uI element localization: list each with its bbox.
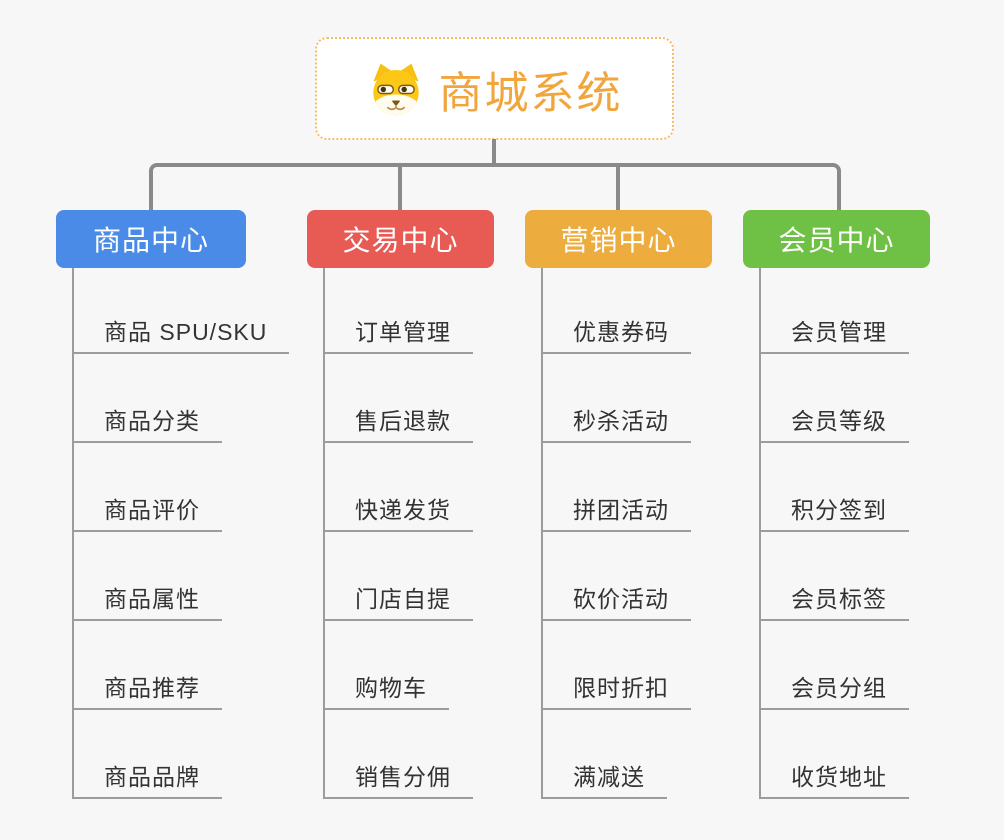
connector-bus <box>149 163 841 214</box>
leaf-node[interactable]: 拼团活动 <box>543 443 691 532</box>
root-node[interactable]: 商城系统 <box>315 37 674 140</box>
leaf-node[interactable]: 砍价活动 <box>543 532 691 621</box>
connector-stem <box>492 139 496 167</box>
leaf-node[interactable]: 售后退款 <box>325 354 473 443</box>
leaf-node[interactable]: 商品品牌 <box>74 710 222 799</box>
leaf-node[interactable]: 秒杀活动 <box>543 354 691 443</box>
leaf-node[interactable]: 满减送 <box>543 710 667 799</box>
branch-node[interactable]: 营销中心 <box>525 210 712 268</box>
leaf-node[interactable]: 积分签到 <box>761 443 909 532</box>
branch-children: 订单管理售后退款快递发货门店自提购物车销售分佣 <box>323 268 473 799</box>
connector-drop <box>398 165 402 210</box>
leaf-node[interactable]: 会员管理 <box>761 268 909 354</box>
leaf-node[interactable]: 收货地址 <box>761 710 909 799</box>
leaf-node[interactable]: 快递发货 <box>325 443 473 532</box>
leaf-node[interactable]: 限时折扣 <box>543 621 691 710</box>
leaf-node[interactable]: 会员标签 <box>761 532 909 621</box>
leaf-node[interactable]: 优惠券码 <box>543 268 691 354</box>
branch: 会员中心会员管理会员等级积分签到会员标签会员分组收货地址 <box>743 210 930 799</box>
root-title: 商城系统 <box>438 68 623 118</box>
branch-node[interactable]: 商品中心 <box>56 210 246 268</box>
dog-face-icon <box>367 61 425 117</box>
leaf-node[interactable]: 商品属性 <box>74 532 222 621</box>
leaf-node[interactable]: 会员分组 <box>761 621 909 710</box>
connector-drop <box>616 165 620 210</box>
leaf-node[interactable]: 商品推荐 <box>74 621 222 710</box>
leaf-node[interactable]: 门店自提 <box>325 532 473 621</box>
branch-node[interactable]: 交易中心 <box>307 210 494 268</box>
leaf-node[interactable]: 购物车 <box>325 621 449 710</box>
leaf-node[interactable]: 订单管理 <box>325 268 473 354</box>
branch: 营销中心优惠券码秒杀活动拼团活动砍价活动限时折扣满减送 <box>525 210 712 799</box>
branch: 交易中心订单管理售后退款快递发货门店自提购物车销售分佣 <box>307 210 494 799</box>
branch-children: 优惠券码秒杀活动拼团活动砍价活动限时折扣满减送 <box>541 268 691 799</box>
leaf-node[interactable]: 商品分类 <box>74 354 222 443</box>
branch-children: 会员管理会员等级积分签到会员标签会员分组收货地址 <box>759 268 909 799</box>
leaf-node[interactable]: 商品 SPU/SKU <box>74 268 290 354</box>
branch-node[interactable]: 会员中心 <box>743 210 930 268</box>
leaf-node[interactable]: 商品评价 <box>74 443 222 532</box>
leaf-node[interactable]: 会员等级 <box>761 354 909 443</box>
leaf-node[interactable]: 销售分佣 <box>325 710 473 799</box>
